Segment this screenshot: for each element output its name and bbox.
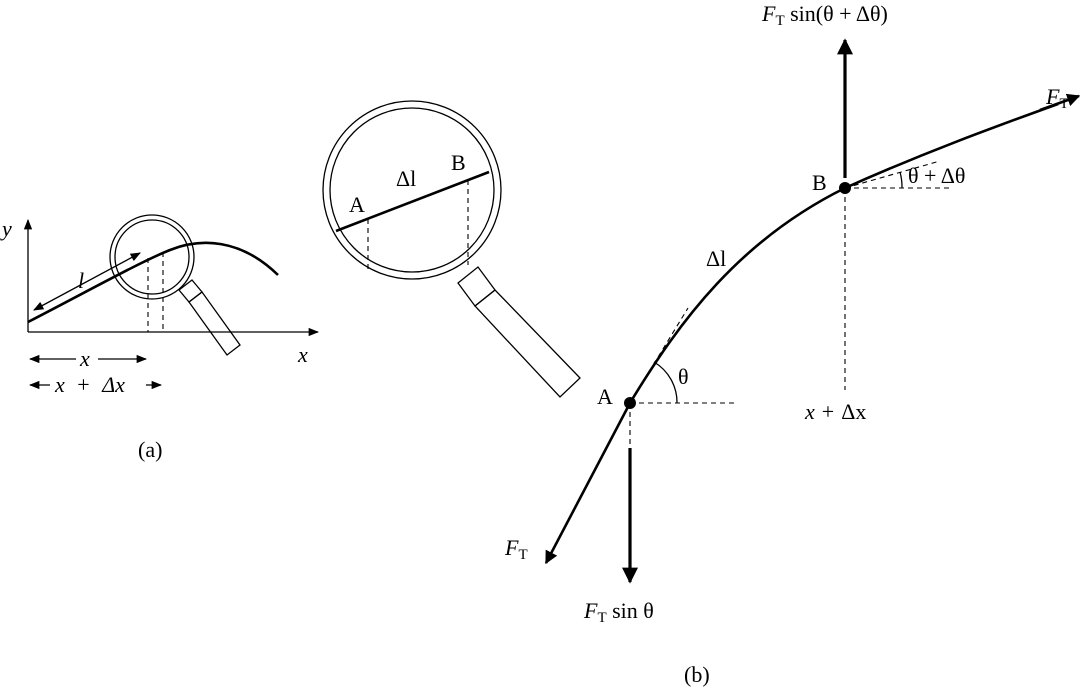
span-x-label: x	[79, 346, 90, 371]
label-point-b: B	[812, 170, 827, 195]
y-axis-label: y	[0, 216, 12, 241]
label-tension-b: FT	[1045, 84, 1069, 112]
panel-a: y x l x x + Δx (a)	[0, 214, 320, 462]
wave-curve-small	[27, 241, 279, 324]
label-tension-a: FT	[504, 535, 528, 563]
label-force-a-vertical: FT sin θ	[583, 598, 654, 626]
label-point-a: A	[597, 384, 613, 409]
magnifier-large: A B Δl	[322, 100, 581, 398]
angle-arc-theta	[653, 361, 678, 404]
magnified-delta-l: Δl	[396, 166, 416, 191]
tension-arrow-b	[1039, 93, 1080, 112]
magnifying-glass-icon	[322, 100, 581, 398]
length-label: l	[78, 268, 84, 293]
angle-arc-theta-dtheta	[899, 171, 903, 189]
tangent-a	[629, 307, 689, 404]
span-x-dx-label: x + Δx	[54, 372, 125, 397]
caption-a: (a)	[138, 437, 162, 462]
point-a	[624, 397, 636, 409]
length-arrow	[33, 252, 141, 311]
label-theta-plus-dtheta: θ + Δθ	[908, 163, 965, 188]
magnifier-small-icon	[109, 214, 241, 356]
magnified-string-segment	[335, 170, 490, 233]
caption-b: (b)	[684, 662, 710, 687]
tension-arrow-a	[544, 402, 632, 565]
label-delta-l: Δl	[706, 246, 726, 271]
label-theta: θ	[678, 364, 689, 389]
tangent-b	[844, 160, 941, 189]
magnified-label-a: A	[349, 192, 365, 217]
label-force-b-vertical: FT sin(θ + Δθ)	[761, 1, 888, 29]
point-b	[839, 182, 851, 194]
x-axis-label: x	[297, 342, 308, 367]
label-x-plus-dx: x+Δx	[804, 399, 866, 424]
magnified-label-b: B	[451, 150, 466, 175]
panel-b: A B Δl θ θ + Δθ x+Δx FT sin(θ + Δθ) FT F…	[504, 1, 1080, 687]
